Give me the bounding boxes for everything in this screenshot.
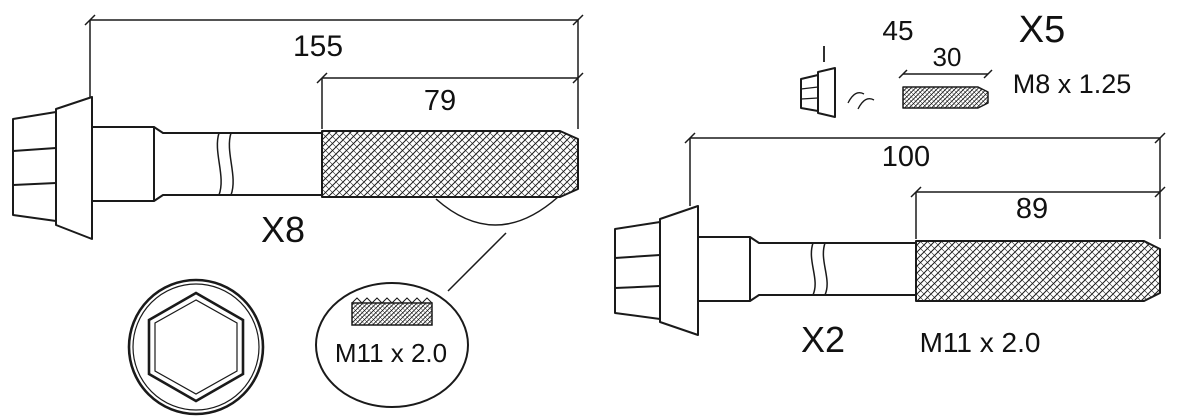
dim-100-tick [1154, 132, 1166, 144]
secondary-bolt-dimension-lines [684, 132, 1166, 239]
hex-head-front-view [127, 278, 265, 416]
main-bolt-thread [321, 130, 579, 198]
head-outline-circle-inner [132, 283, 260, 411]
small-bolt-thread-spec-label: M8 x 1.25 [1013, 69, 1132, 99]
main-bolt-flange [55, 96, 93, 240]
dim-100-tick [684, 132, 696, 144]
secondary-bolt-hex-facet [614, 254, 661, 259]
main-bolt-total-length-label: 155 [293, 30, 343, 63]
secondary-bolt-break-line [822, 242, 828, 296]
secondary-bolt-hex-head [614, 221, 661, 320]
main-bolt-quantity-label: X8 [261, 209, 305, 250]
main-bolt-dimension-lines [84, 14, 584, 129]
thread-detail-icon [351, 302, 433, 326]
small-bolt-break-line [847, 92, 865, 104]
secondary-bolt-hex-facet [614, 285, 661, 289]
small-bolt-break-line [857, 98, 875, 110]
dim-79-tick [316, 72, 328, 84]
dim-89-tick [1154, 186, 1166, 198]
dim-79-tick [572, 72, 584, 84]
small-bolt-drawing [800, 46, 993, 118]
main-bolt-thread-spec-label: M11 x 2.0 [335, 338, 447, 368]
small-bolt-hex-head [800, 74, 819, 112]
main-bolt-shank-top [92, 126, 322, 134]
main-bolt-thread-length-label: 79 [424, 85, 456, 117]
secondary-bolt-thread [915, 240, 1161, 302]
dim-155-tick [572, 14, 584, 26]
hex-socket-outline-inner [154, 299, 238, 395]
small-bolt-flange [817, 67, 836, 118]
dim-155-tick [84, 14, 96, 26]
small-bolt-quantity-label: X5 [1019, 9, 1065, 51]
main-bolt-shank-bottom [92, 194, 322, 202]
thread-detail-callout [315, 196, 559, 408]
callout-leader-line [447, 232, 507, 292]
small-bolt-total-length-label: 45 [882, 15, 913, 46]
callout-balloon [315, 282, 469, 408]
secondary-bolt-break-line [810, 242, 816, 296]
main-bolt-hex-facet [12, 182, 57, 186]
secondary-bolt-drawing [614, 205, 1161, 336]
callout-loop [435, 196, 559, 226]
secondary-bolt-shank-bottom [698, 294, 916, 302]
secondary-bolt-shank-top [698, 236, 916, 244]
thread-crest-zigzag [351, 297, 433, 304]
dim-30-tick [898, 69, 908, 79]
small-bolt-thread [902, 86, 989, 109]
secondary-bolt-total-length-label: 100 [882, 141, 930, 173]
main-bolt-hex-facet [12, 147, 57, 152]
secondary-bolt-quantity-label: X2 [801, 319, 845, 360]
secondary-bolt-flange [659, 205, 699, 336]
secondary-bolt-thread-length-label: 89 [1016, 193, 1048, 225]
dim-89-tick [910, 186, 922, 198]
secondary-bolt-thread-spec-label: M11 x 2.0 [920, 327, 1041, 358]
dim-30-tick [983, 69, 993, 79]
main-bolt-break-line [216, 132, 222, 196]
hex-socket-outline [147, 291, 245, 403]
small-bolt-hex-facet [800, 97, 819, 100]
main-bolt-drawing [12, 96, 579, 240]
small-bolt-thread-length-label: 30 [933, 42, 962, 72]
head-outline-circle [127, 278, 265, 416]
main-bolt-break-line [228, 132, 234, 196]
small-bolt-hex-facet [800, 86, 819, 90]
main-bolt-hex-head [12, 111, 57, 222]
